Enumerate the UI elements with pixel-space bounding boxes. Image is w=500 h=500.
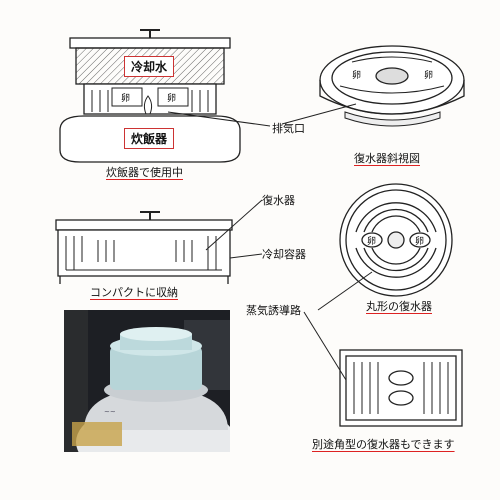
egg-label: 卵 <box>367 237 377 247</box>
exhaust-port-label: 排気口 <box>272 122 305 135</box>
steam-duct-label: 蒸気誘導路 <box>246 304 301 317</box>
figure-compact <box>55 199 263 284</box>
figure-round-condenser <box>317 183 453 311</box>
figure-perspective <box>281 45 465 127</box>
egg-label: 卵 <box>167 94 177 104</box>
cooling-container-label: 冷却容器 <box>262 248 306 261</box>
svg-text:~~: ~~ <box>104 408 116 416</box>
caption-in-use: 炊飯器で使用中 <box>106 166 183 179</box>
caption-perspective: 復水器斜視図 <box>354 152 420 165</box>
caption-round: 丸形の復水器 <box>366 300 432 313</box>
condenser-label: 復水器 <box>262 194 295 207</box>
egg-label: 卵 <box>121 94 131 104</box>
rice-cooker-label: 炊飯器 <box>124 128 175 149</box>
photo-rice-cooker: ~~ <box>64 310 230 452</box>
figure-square-condenser <box>303 311 463 427</box>
egg-label: 卵 <box>352 71 362 81</box>
egg-label: 卵 <box>415 237 425 247</box>
cooling-water-label: 冷却水 <box>124 56 175 77</box>
caption-square: 別途角型の復水器もできます <box>312 438 455 451</box>
egg-label: 卵 <box>424 71 434 81</box>
caption-compact: コンパクトに収納 <box>90 286 178 299</box>
